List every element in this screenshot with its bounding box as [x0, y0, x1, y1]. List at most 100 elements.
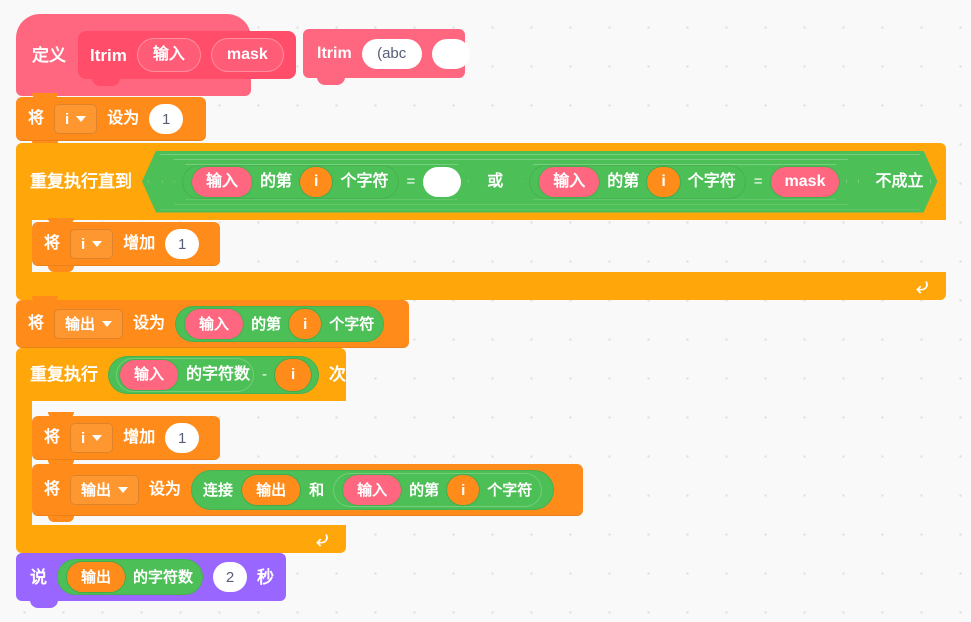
call-arg1-value: (abc: [377, 45, 407, 62]
call-arg1-input[interactable]: (abc: [361, 38, 422, 69]
chevron-down-icon: [118, 487, 129, 493]
variable-reporter-output[interactable]: 输出: [67, 562, 126, 592]
repeat-times-spine: [16, 401, 32, 525]
variable-reporter-output[interactable]: 输出: [242, 475, 301, 505]
length-of-string-block[interactable]: 输出 的字符数: [57, 559, 204, 595]
set-value-input[interactable]: 1: [149, 104, 184, 134]
say-for-seconds-block[interactable]: 说 输出 的字符数 2 秒: [16, 553, 286, 608]
variable-dropdown-i[interactable]: i: [70, 229, 114, 259]
length-label: 的字符数: [133, 568, 194, 586]
chevron-down-icon: [92, 241, 103, 247]
change-verb-label: 将: [44, 429, 61, 446]
letter-of-string-block-a[interactable]: 输入 的第 i 个字符: [182, 165, 399, 199]
repeat-until-block[interactable]: 重复执行直到 输入 的第: [16, 143, 946, 300]
letter-label: 个字符: [487, 481, 533, 499]
variable-name-label: 输出: [81, 481, 112, 499]
set-verb-label: 将: [44, 481, 61, 498]
procedure-name-label: ltrim: [90, 45, 127, 65]
say-label: 说: [30, 567, 47, 587]
equals-operator-block-b[interactable]: 输入 的第 i 个字符 = mask: [515, 161, 853, 203]
join-operator-block[interactable]: 连接 输出 和 输入 的第 i 个字符: [191, 470, 555, 510]
letter-of-string-block[interactable]: 输入 的第 i 个字符: [175, 306, 385, 342]
set-output-letter-block[interactable]: 将 输出 设为 输入 的第 i 个字符: [16, 296, 409, 354]
repeat-until-footer[interactable]: [16, 272, 946, 300]
variable-name-label: i: [81, 235, 86, 253]
set-verb-label: 将: [28, 315, 45, 332]
argument-reporter-input-b[interactable]: 输入: [539, 167, 599, 197]
chevron-down-icon: [102, 321, 113, 327]
procedure-call-block[interactable]: ltrim (abc: [303, 29, 470, 85]
of-the-label: 的第: [409, 481, 440, 499]
call-arg2-input[interactable]: [431, 38, 470, 69]
equals-right-input-a[interactable]: [423, 167, 461, 197]
subtract-operator-block[interactable]: 输入 的字符数 - i: [108, 355, 320, 394]
call-proc-name-label: ltrim: [317, 44, 352, 62]
or-label: 或: [487, 172, 504, 190]
change-setter-label: 增加: [123, 235, 156, 252]
not-label: 不成立: [875, 172, 924, 190]
length-of-string-block[interactable]: 输入 的字符数: [116, 357, 255, 392]
argument-reporter-input[interactable]: 输入: [343, 475, 402, 505]
change-value-input[interactable]: 1: [165, 229, 200, 259]
letter-of-string-block-b[interactable]: 输入 的第 i 个字符: [529, 165, 746, 199]
change-verb-label: 将: [44, 235, 61, 252]
loop-arrow-icon: [916, 281, 929, 294]
change-value: 1: [178, 429, 187, 447]
variable-reporter-i[interactable]: i: [289, 309, 322, 339]
variable-reporter-i-b[interactable]: i: [647, 167, 679, 197]
variable-dropdown-output[interactable]: 输出: [54, 309, 124, 339]
variable-label: i: [303, 315, 308, 333]
setter-label: 设为: [149, 481, 182, 498]
chevron-down-icon: [92, 435, 103, 441]
variable-reporter-i[interactable]: i: [447, 475, 480, 505]
say-seconds-input[interactable]: 2: [213, 562, 248, 592]
change-variable-block[interactable]: 将 i 增加 1: [32, 412, 220, 466]
arg-label: 输入: [357, 481, 388, 499]
procedure-prototype[interactable]: ltrim 输入 mask: [78, 31, 296, 86]
repeat-times-header[interactable]: 重复执行 输入 的字符数 - i 次: [16, 348, 346, 401]
argument-reporter-input[interactable]: 输入: [185, 309, 244, 339]
repeat-times-block[interactable]: 重复执行 输入 的字符数 - i 次 将 i: [16, 348, 583, 553]
seconds-label: 秒: [257, 567, 275, 587]
variable-name-label: i: [65, 110, 70, 128]
variable-dropdown-output[interactable]: 输出: [70, 475, 140, 505]
or-operator-block[interactable]: 输入 的第 i 个字符 = 或: [156, 156, 865, 208]
not-operator-block[interactable]: 输入 的第 i 个字符 = 或: [142, 151, 937, 213]
repeat-until-spine: [16, 220, 32, 272]
prototype-notch: [92, 78, 120, 86]
procedure-arg-mask[interactable]: mask: [210, 38, 284, 72]
procedure-arg-input[interactable]: 输入: [136, 38, 201, 72]
argument-reporter-input-a[interactable]: 输入: [192, 167, 252, 197]
mask-argument-reporter[interactable]: mask: [771, 167, 840, 197]
change-variable-block[interactable]: 将 i 增加 1: [32, 218, 220, 272]
argument-reporter-input[interactable]: 输入: [120, 359, 179, 390]
of-the-label: 的第: [260, 172, 293, 190]
variable-label: 输出: [256, 481, 287, 499]
equals-operator-block-a[interactable]: 输入 的第 i 个字符 =: [168, 161, 475, 203]
change-setter-label: 增加: [123, 429, 156, 446]
set-output-join-block[interactable]: 将 输出 设为 连接 输出 和 输入 的第 i: [32, 460, 583, 522]
variable-dropdown-i[interactable]: i: [54, 104, 98, 134]
define-hat-block[interactable]: 定义 ltrim 输入 mask: [16, 14, 296, 96]
repeat-times-footer[interactable]: [16, 525, 346, 553]
times-suffix-label: 次: [329, 365, 347, 384]
variable-label: i: [461, 481, 466, 499]
loop-arrow-icon: [316, 534, 329, 547]
letter-label: 个字符: [329, 315, 375, 333]
change-value: 1: [178, 235, 187, 253]
set-variable-block[interactable]: 将 i 设为 1: [16, 93, 206, 147]
change-value-input[interactable]: 1: [165, 423, 200, 453]
variable-reporter-i-a[interactable]: i: [300, 167, 332, 197]
notch-bottom: [317, 77, 345, 85]
repeat-until-label: 重复执行直到: [30, 172, 132, 191]
variable-reporter-i[interactable]: i: [275, 358, 312, 391]
length-label: 的字符数: [186, 365, 251, 383]
variable-label: i: [314, 172, 319, 190]
chevron-down-icon: [76, 116, 87, 122]
repeat-until-header[interactable]: 重复执行直到 输入 的第: [16, 143, 946, 220]
setter-label: 设为: [133, 315, 166, 332]
setter-label: 设为: [107, 110, 140, 127]
letter-of-string-block[interactable]: 输入 的第 i 个字符: [333, 473, 543, 507]
variable-dropdown-i[interactable]: i: [70, 423, 114, 453]
